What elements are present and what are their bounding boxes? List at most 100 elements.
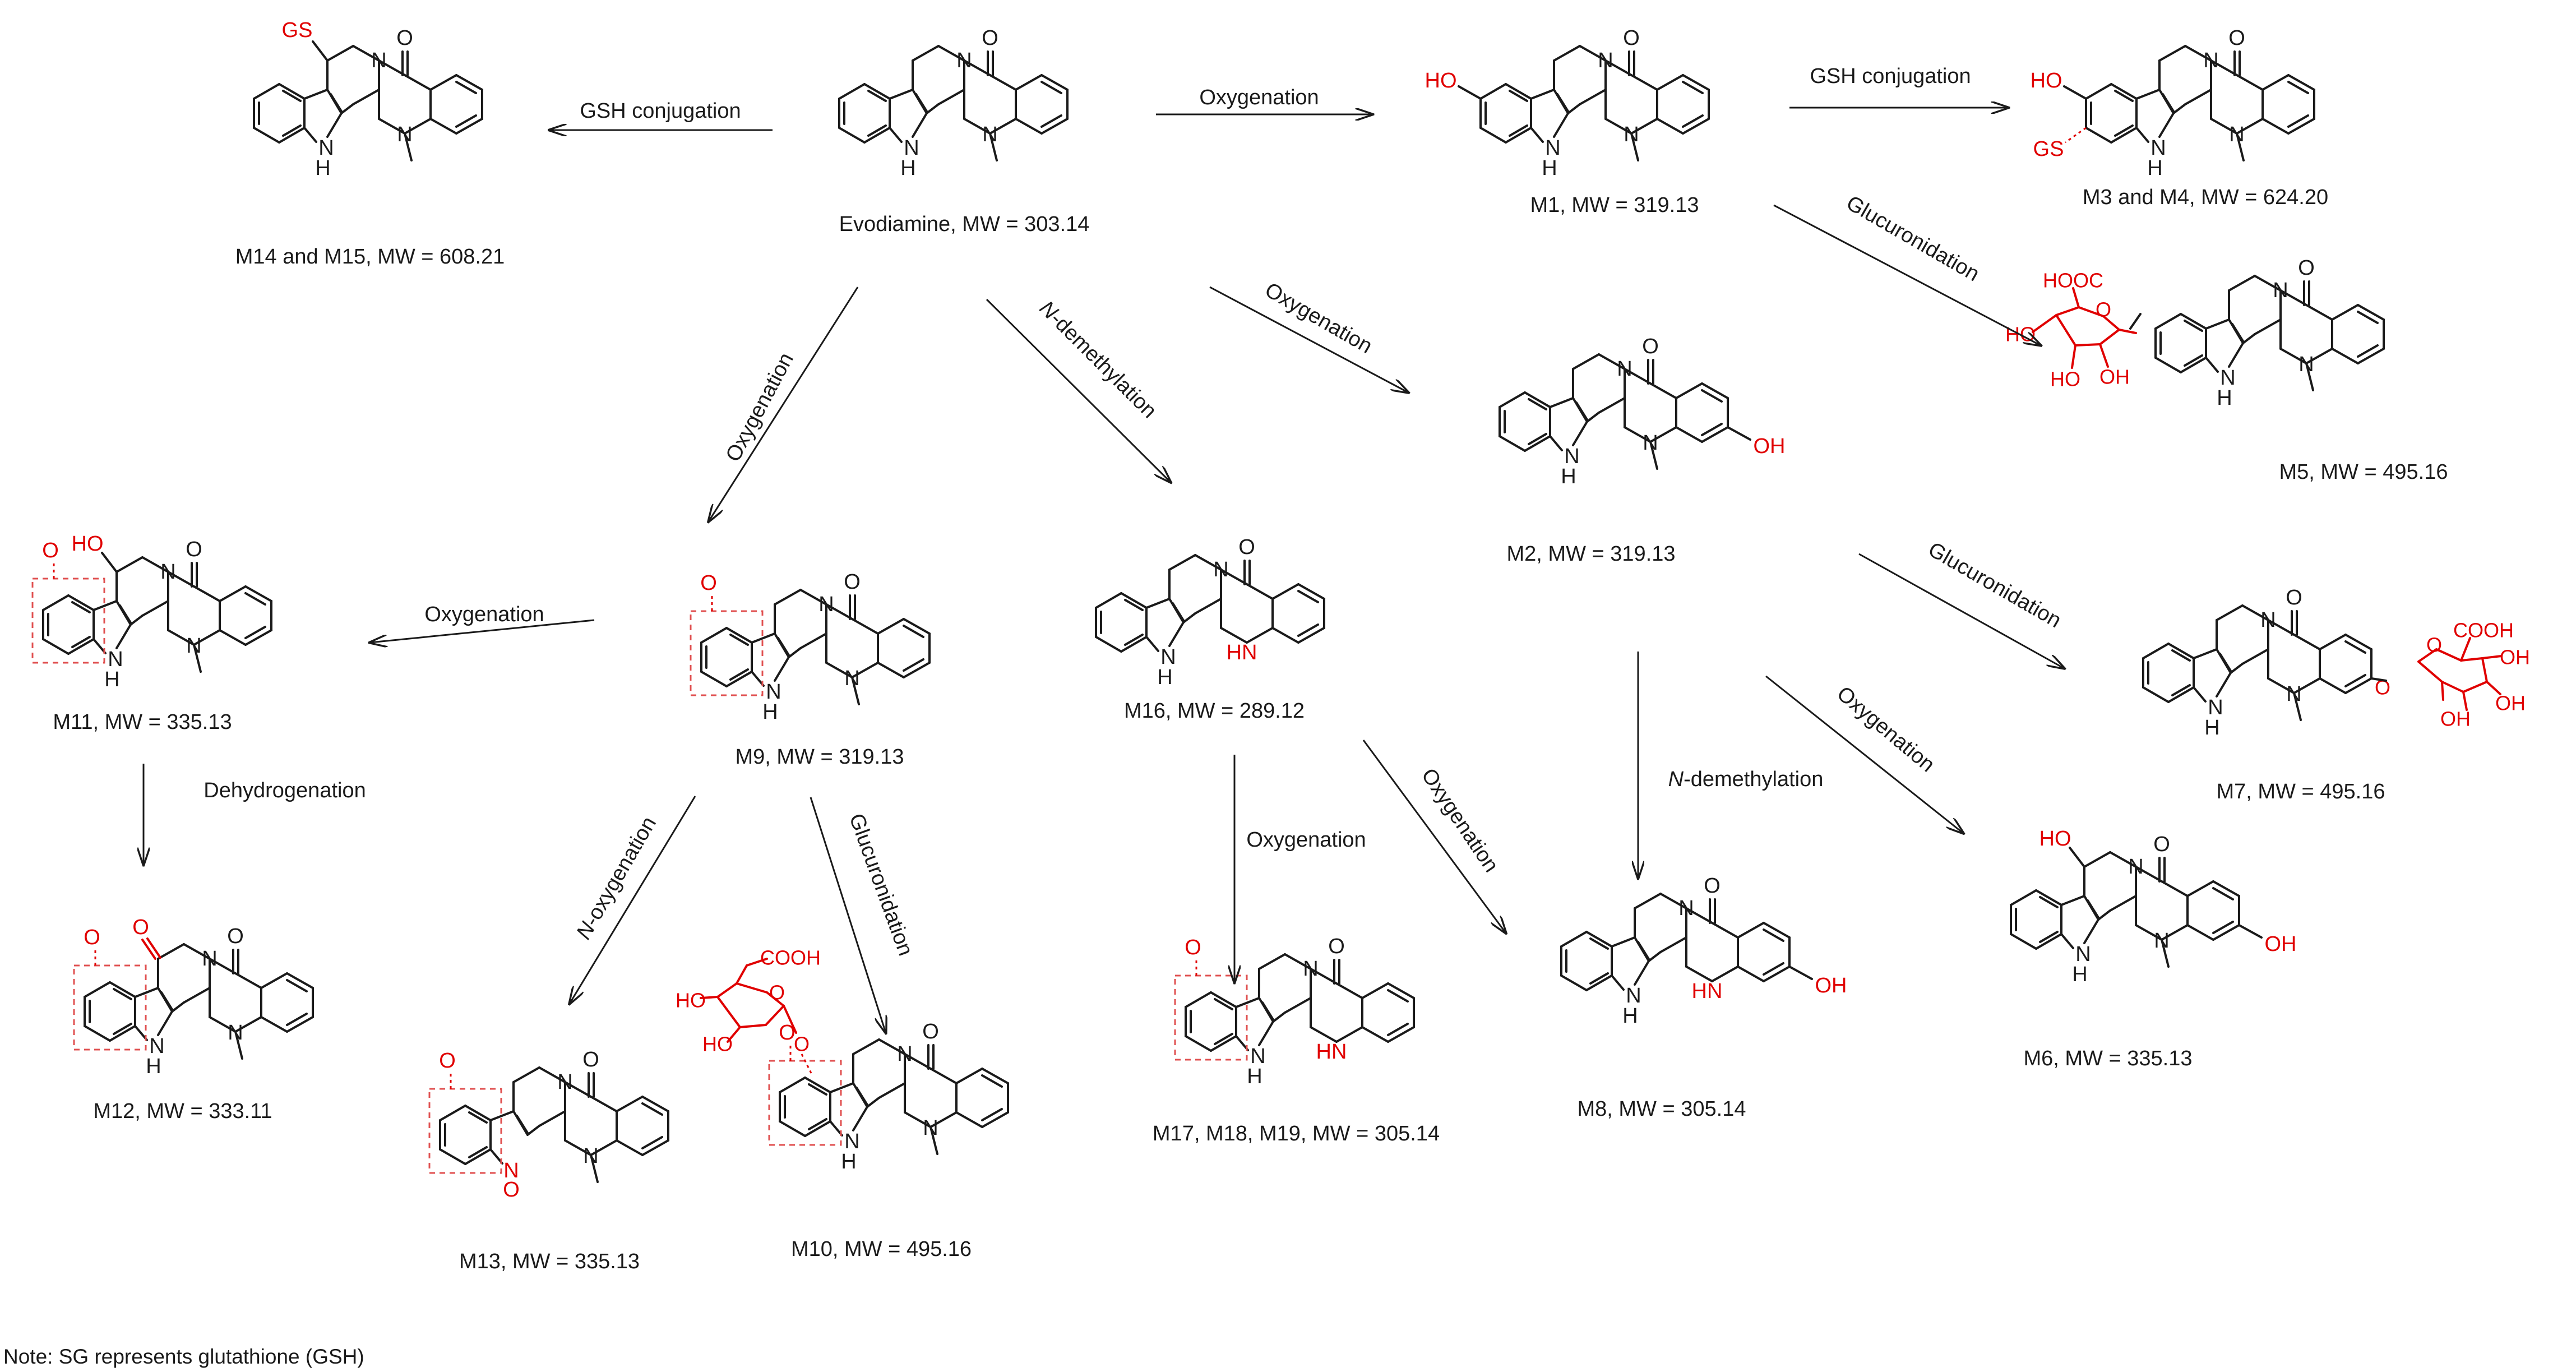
arrow-evo-to-m16	[986, 298, 1171, 482]
svg-text:O: O	[1238, 535, 1255, 559]
label-m13: M13, MW = 335.13	[459, 1250, 640, 1273]
arrow-evo-to-m9	[709, 287, 859, 521]
svg-text:OH: OH	[2099, 366, 2130, 389]
label-m5: M5, MW = 495.16	[2279, 460, 2448, 484]
svg-text:HO: HO	[702, 1033, 733, 1056]
svg-text:OH: OH	[2495, 692, 2526, 715]
svg-text:N: N	[1626, 984, 1641, 1008]
svg-text:N: N	[1624, 123, 1639, 146]
svg-text:OH: OH	[2500, 646, 2530, 669]
svg-text:O: O	[1642, 335, 1659, 358]
label-m7: M7, MW = 495.16	[2217, 780, 2385, 803]
rxn-label-ndemethyl-m2: N-demethylation	[1668, 768, 1824, 791]
svg-text:N: N	[2273, 279, 2288, 302]
label-m12: M12, MW = 333.11	[93, 1100, 272, 1123]
structure-m5-glucuronide: HOOCHOHOOHO	[2005, 269, 2137, 391]
svg-text:GS: GS	[2033, 137, 2064, 161]
svg-text:O: O	[700, 571, 717, 595]
svg-text:H: H	[2072, 963, 2087, 986]
label-evodiamine: Evodiamine, MW = 303.14	[839, 213, 1090, 236]
svg-text:O: O	[503, 1178, 520, 1202]
svg-text:HOOC: HOOC	[2043, 269, 2103, 292]
arrow-m2-to-m7	[1858, 553, 2064, 668]
svg-text:H: H	[1542, 156, 1557, 180]
svg-text:H: H	[2147, 156, 2162, 180]
svg-text:HN: HN	[1316, 1040, 1347, 1064]
svg-text:N: N	[557, 1070, 572, 1094]
arrow-m1-to-m5	[1773, 204, 2041, 345]
svg-text:N: N	[2220, 366, 2235, 390]
arrow-m9-to-m11	[370, 619, 595, 643]
svg-text:O: O	[922, 1020, 939, 1043]
arrow-evo-to-m2	[1209, 286, 1408, 392]
svg-text:H: H	[2217, 386, 2232, 410]
rxn-label-gsh-evo: GSH conjugation	[580, 99, 741, 123]
svg-text:N: N	[904, 136, 919, 160]
svg-text:N: N	[202, 947, 217, 971]
svg-text:N: N	[1545, 136, 1560, 160]
rxn-label-oxy-m16: Oxygenation	[1246, 828, 1366, 852]
arrow-m9-to-m10	[810, 797, 886, 1033]
svg-text:HN: HN	[1227, 641, 1257, 664]
label-m1: M1, MW = 319.13	[1530, 193, 1699, 217]
label-m14-m15: M14 and M15, MW = 608.21	[235, 245, 505, 269]
svg-text:N: N	[2229, 123, 2244, 146]
svg-text:O: O	[769, 981, 785, 1004]
label-m10: M10, MW = 495.16	[791, 1237, 972, 1261]
svg-text:H: H	[2204, 716, 2219, 740]
rxn-label-dehydro: Dehydrogenation	[204, 779, 366, 802]
svg-text:H: H	[1157, 666, 1172, 689]
label-m9: M9, MW = 319.13	[736, 745, 904, 769]
svg-text:COOH: COOH	[760, 946, 821, 969]
svg-text:O: O	[2153, 833, 2170, 856]
svg-text:N: N	[844, 667, 859, 690]
svg-text:HO: HO	[2031, 69, 2062, 93]
svg-text:N: N	[318, 136, 334, 160]
svg-text:N: N	[2203, 49, 2218, 72]
rxn-label-oxy-m9: Oxygenation	[424, 603, 544, 626]
svg-text:N: N	[2128, 855, 2143, 879]
svg-text:O: O	[794, 1033, 810, 1056]
svg-text:H: H	[104, 668, 119, 691]
rxn-label-oxy-evo-m2: Oxygenation	[1261, 278, 1376, 358]
svg-text:O: O	[1328, 935, 1345, 958]
svg-text:H: H	[146, 1055, 161, 1078]
svg-text:OH: OH	[2440, 708, 2471, 731]
svg-text:HO: HO	[72, 532, 104, 556]
svg-text:N: N	[1564, 445, 1579, 468]
label-m6: M6, MW = 335.13	[2024, 1047, 2193, 1070]
label-m2: M2, MW = 319.13	[1507, 542, 1676, 566]
svg-text:O: O	[2286, 586, 2302, 609]
rxn-label-noxy-m9: N-oxygenation	[572, 812, 661, 943]
arrow-m2-to-m6	[1765, 675, 1963, 833]
svg-text:HO: HO	[2039, 827, 2071, 851]
svg-text:N: N	[1617, 357, 1632, 381]
svg-text:N: N	[897, 1042, 912, 1066]
label-m17-m19: M17, M18, M19, MW = 305.14	[1153, 1122, 1440, 1145]
svg-text:N: N	[371, 49, 386, 72]
svg-text:N: N	[108, 648, 123, 671]
svg-text:O: O	[439, 1049, 456, 1073]
svg-text:N: N	[923, 1116, 938, 1140]
svg-text:N: N	[397, 123, 412, 146]
svg-text:GS: GS	[282, 19, 313, 42]
rxn-label-oxy-evo-m9: Oxygenation	[722, 349, 798, 465]
svg-text:O: O	[582, 1048, 599, 1071]
svg-text:N: N	[228, 1021, 243, 1045]
label-m11: M11, MW = 335.13	[53, 710, 232, 734]
label-m8: M8, MW = 305.14	[1578, 1097, 1746, 1121]
svg-text:O: O	[982, 26, 998, 50]
svg-text:O: O	[42, 539, 59, 562]
